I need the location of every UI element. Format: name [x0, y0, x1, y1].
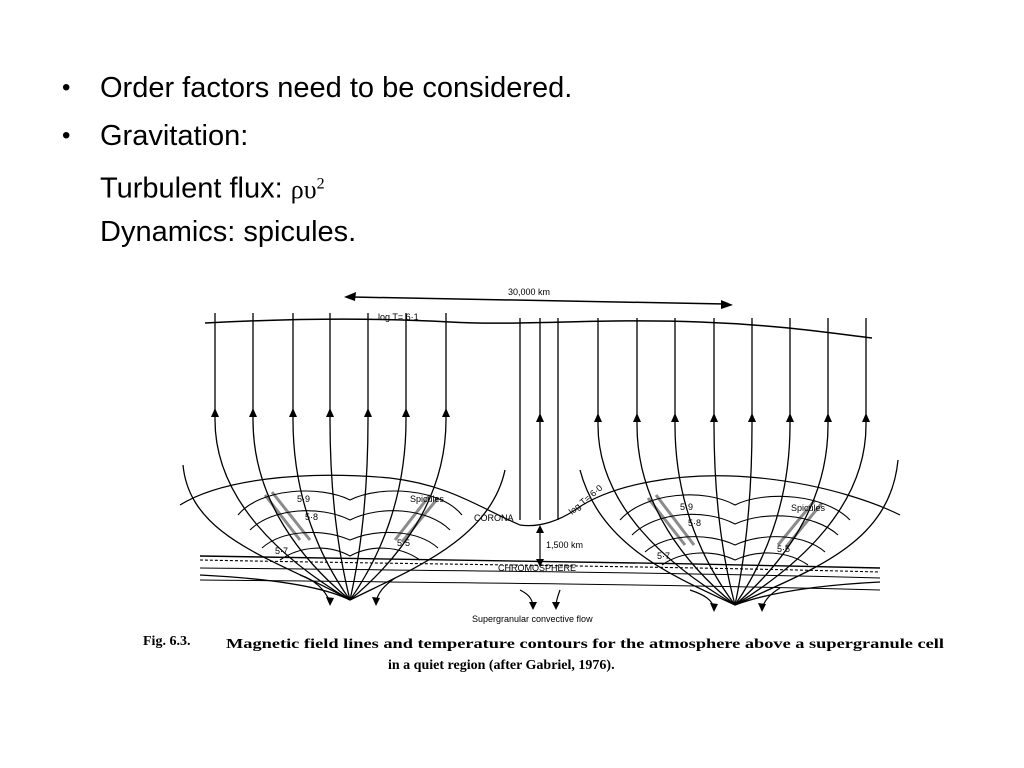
right-contour-label: 5·5 — [777, 544, 790, 554]
chromosphere-layer — [199, 555, 881, 591]
left-contour-label: 5·5 — [397, 538, 410, 548]
right-contour-label: 5·8 — [688, 518, 701, 528]
right-cell-contours — [619, 494, 851, 566]
field-arrow — [710, 413, 718, 422]
field-arrow — [326, 408, 334, 417]
formula: ρυ2 — [291, 175, 325, 204]
left-cell-contours — [237, 490, 463, 561]
bullet-dot: • — [62, 74, 71, 101]
height-marker — [536, 525, 544, 567]
top-temperature-contour — [204, 318, 873, 339]
bullet-list: • Order factors need to be considered. •… — [62, 68, 962, 260]
field-line — [674, 318, 736, 606]
field-arrow — [594, 413, 602, 422]
sub-item: Turbulent flux: ρυ2 — [62, 164, 962, 212]
left-contour-label: 5·9 — [297, 494, 310, 504]
scale-bar-label: 30,000 km — [508, 287, 550, 297]
corona-boundary-contour — [179, 474, 901, 527]
field-line — [292, 313, 351, 601]
field-line — [734, 318, 829, 606]
field-line — [182, 464, 351, 601]
right-contour-label: 5·9 — [680, 502, 693, 512]
field-arrow — [824, 413, 832, 422]
field-line — [349, 313, 407, 601]
field-arrow — [364, 408, 372, 417]
field-lines — [182, 313, 899, 606]
caption-line-1: Magnetic field lines and temperature con… — [226, 637, 944, 652]
formula-exponent: 2 — [316, 175, 325, 192]
field-arrow — [211, 408, 219, 417]
corona-label: CORONA — [474, 513, 514, 523]
bullet-item: • Gravitation: — [62, 116, 962, 164]
field-arrow — [249, 408, 257, 417]
field-arrows — [211, 408, 870, 422]
field-line — [579, 469, 736, 606]
sub-item-text: Dynamics: spicules. — [100, 216, 357, 248]
field-line — [597, 318, 736, 606]
field-line — [349, 313, 447, 601]
field-line — [329, 313, 351, 601]
field-arrow — [786, 413, 794, 422]
field-arrow — [633, 413, 641, 422]
field-line — [636, 318, 736, 606]
field-arrow — [442, 408, 450, 417]
spicules-label-left: Spicules — [410, 494, 445, 504]
right-contour-label: 5·7 — [657, 551, 670, 561]
bullet-item: • Order factors need to be considered. — [62, 68, 962, 116]
field-arrow — [402, 408, 410, 417]
field-line — [252, 313, 351, 601]
field-arrow — [862, 413, 870, 422]
field-line — [734, 318, 791, 606]
field-line — [734, 318, 753, 606]
height-label: 1,500 km — [546, 540, 583, 550]
field-arrow — [289, 408, 297, 417]
bullet-text: Gravitation: — [100, 120, 249, 152]
sub-item: Dynamics: spicules. — [62, 212, 962, 260]
left-contour-label: 5·8 — [305, 512, 318, 522]
chromosphere-label: CHROMOSPHERE — [498, 563, 576, 573]
field-arrow — [536, 413, 544, 422]
top-contour-label: log T= 6·1 — [378, 312, 419, 322]
bullet-dot: • — [62, 122, 71, 149]
caption-line-2: in a quiet region (after Gabriel, 1976). — [388, 658, 615, 673]
field-line — [214, 313, 351, 601]
scale-bar — [344, 292, 733, 309]
field-line — [349, 469, 506, 601]
field-arrow — [748, 413, 756, 422]
field-line — [734, 318, 867, 606]
spicules-label-right: Spicules — [791, 503, 826, 513]
right-spicule-hatching — [646, 494, 824, 548]
flow-label: Supergranular convective flow — [472, 614, 593, 624]
caption-number: Fig. 6.3. — [143, 634, 190, 649]
bullet-text: Order factors need to be considered. — [100, 72, 573, 104]
convective-arrowheads — [326, 597, 766, 612]
field-line — [734, 459, 899, 606]
field-line — [734, 581, 881, 606]
field-line — [349, 313, 369, 601]
field-line — [713, 318, 736, 606]
field-arrow — [671, 413, 679, 422]
formula-symbols: ρυ — [290, 174, 317, 204]
left-spicule-hatching — [263, 491, 440, 543]
left-contour-label: 5·7 — [275, 546, 288, 556]
field-line — [199, 574, 351, 601]
sub-item-text: Turbulent flux: — [100, 172, 291, 205]
